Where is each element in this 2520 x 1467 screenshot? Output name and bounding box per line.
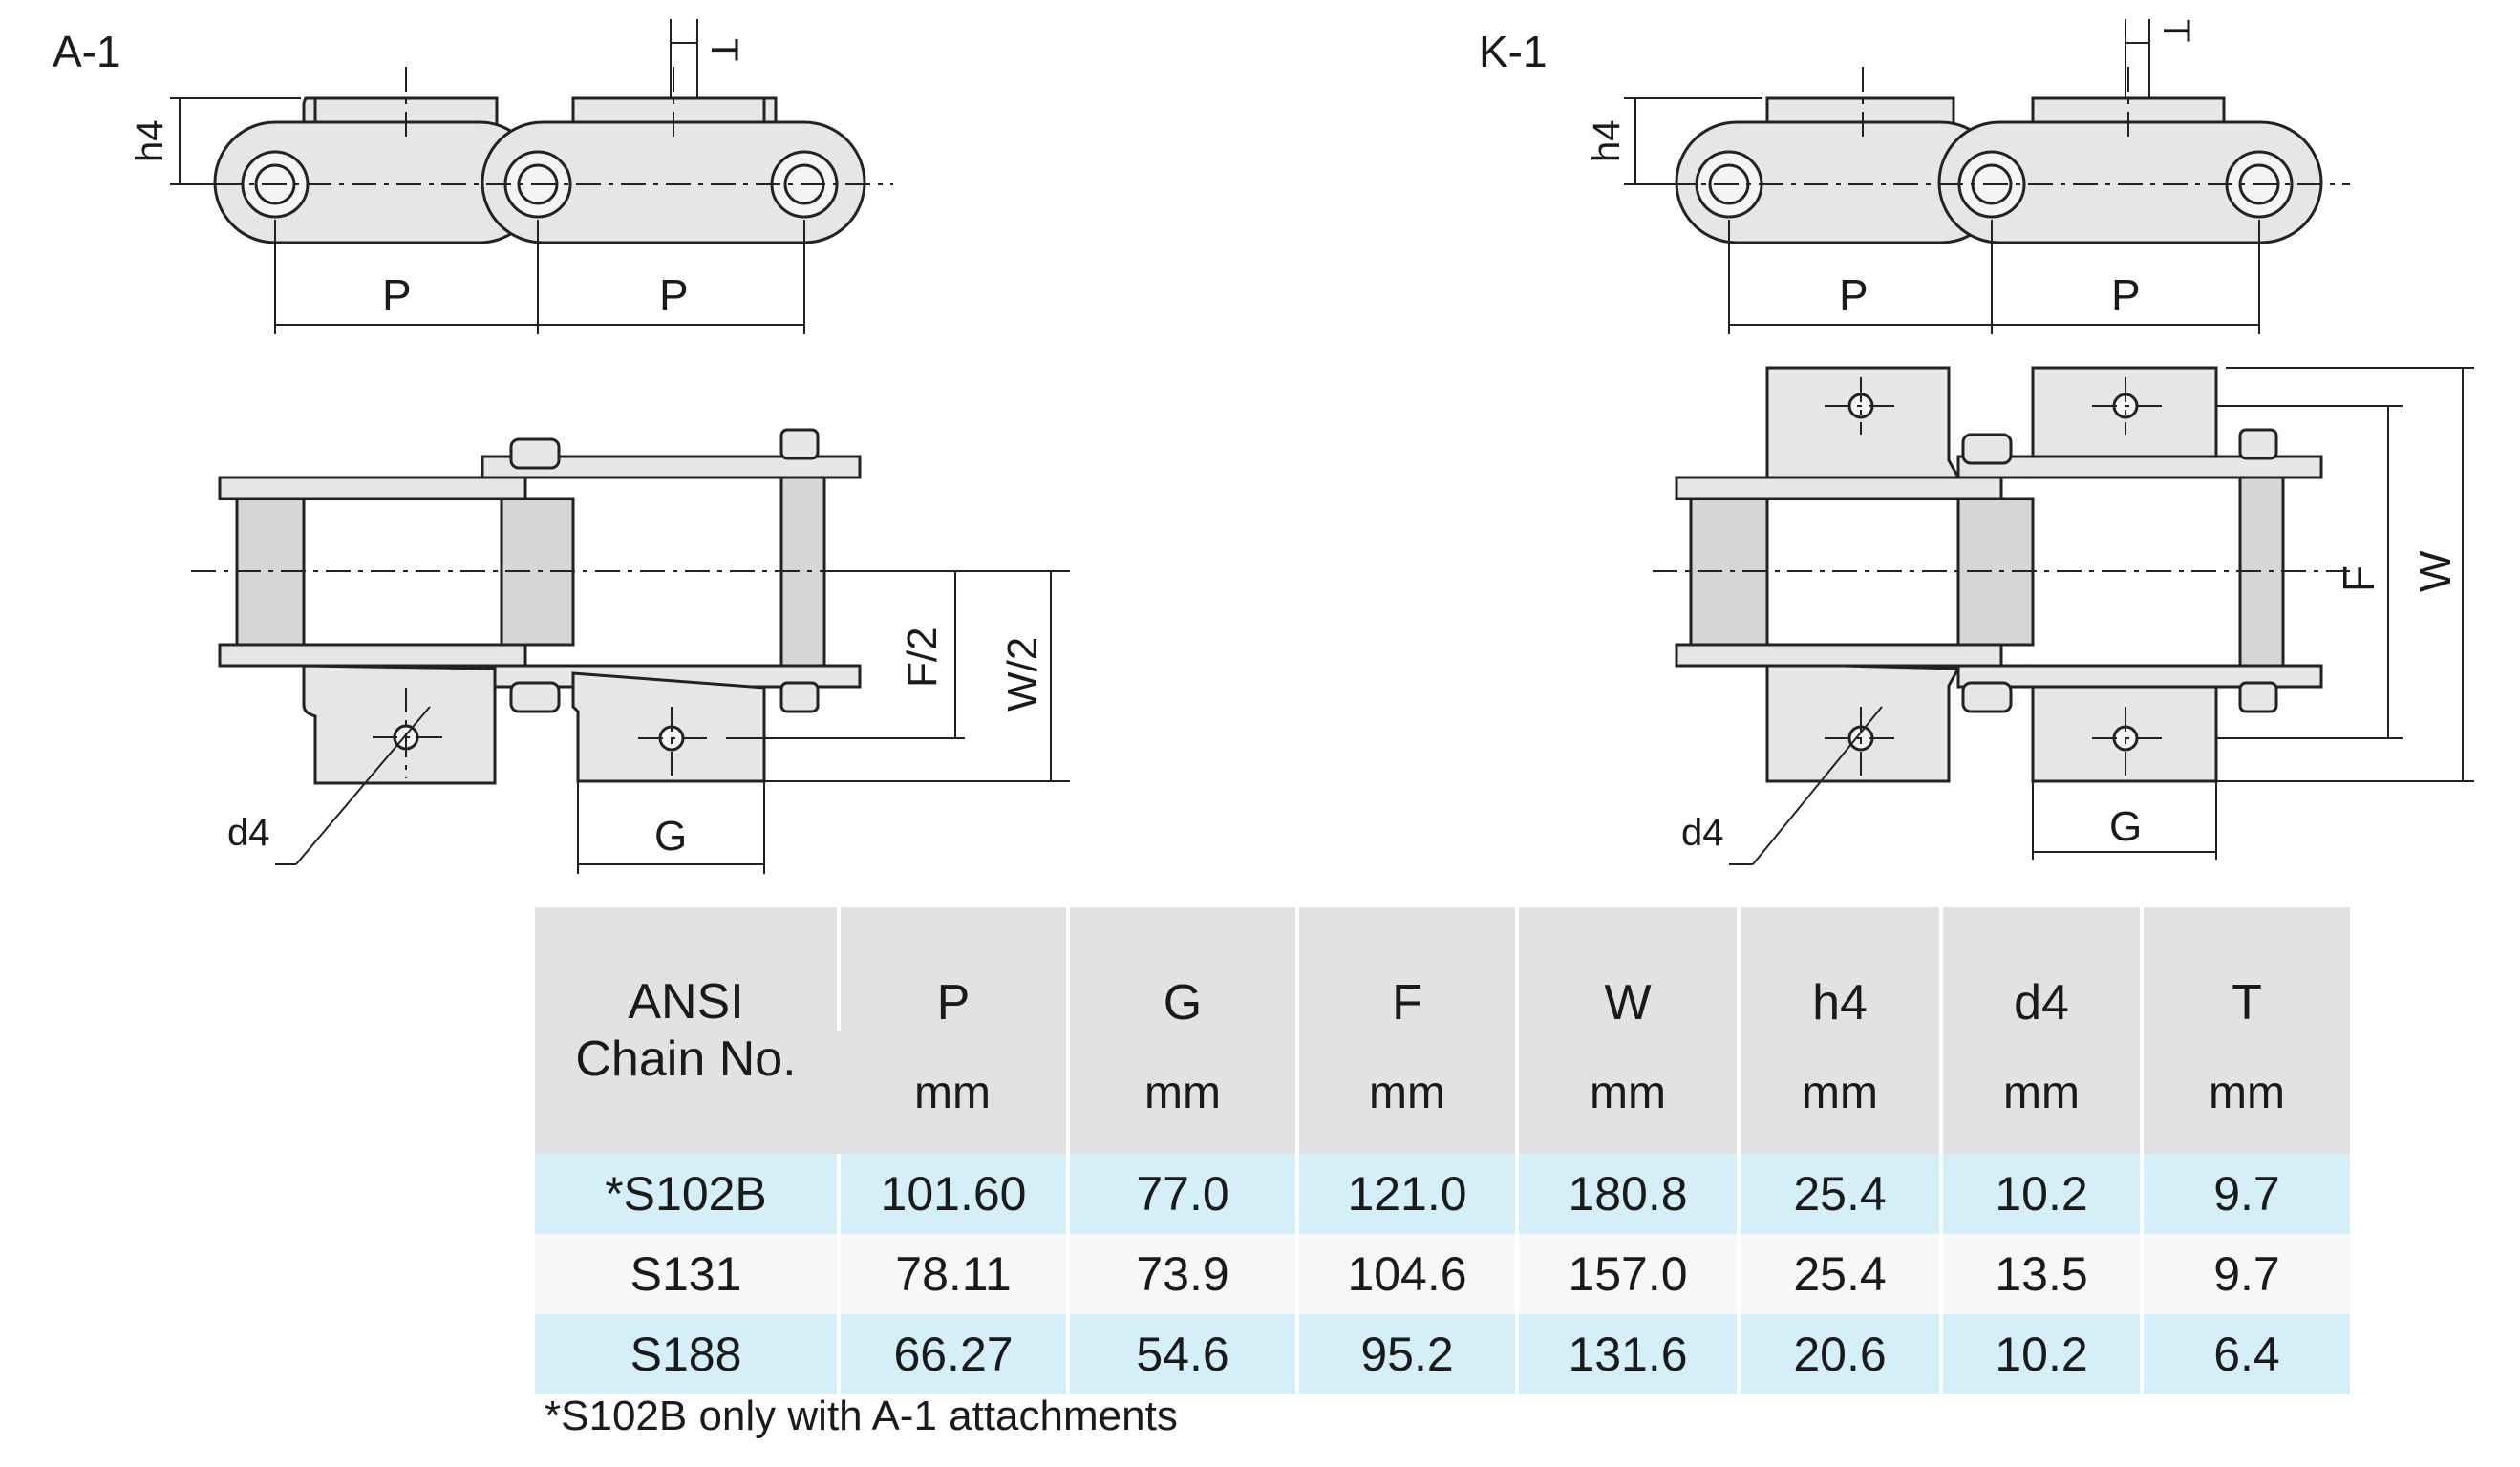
cell-w: 157.0 (1515, 1234, 1739, 1314)
cell-g: 73.9 (1066, 1234, 1297, 1314)
cell-f: 121.0 (1295, 1154, 1517, 1234)
k1-p1-label: P (1839, 270, 1869, 320)
cell-w: 180.8 (1515, 1154, 1739, 1234)
cell-f: 95.2 (1295, 1314, 1517, 1394)
unit-d4: mm (1939, 1031, 2142, 1154)
unit-p: mm (839, 1031, 1068, 1154)
cell-d4: 13.5 (1939, 1234, 2142, 1314)
cell-f: 104.6 (1295, 1234, 1517, 1314)
a1-p1-label: P (382, 270, 412, 320)
unit-w: mm (1515, 1031, 1739, 1154)
footnote: *S102B only with A-1 attachments (545, 1393, 1178, 1439)
view-a1-label: A-1 (53, 27, 121, 76)
k1-t-label: T (2155, 19, 2197, 42)
cell-w: 131.6 (1515, 1314, 1739, 1394)
unit-g: mm (1066, 1031, 1297, 1154)
header-d4: d4 (1939, 907, 2142, 1031)
k1-h4-label: h4 (1586, 120, 1628, 163)
cell-p: 101.60 (837, 1154, 1068, 1234)
table-row: *S102B 101.60 77.0 121.0 180.8 25.4 10.2… (535, 1154, 2350, 1234)
cell-chain: S188 (535, 1314, 839, 1394)
a1-d4-label: d4 (227, 812, 270, 854)
header-g: G (1066, 907, 1297, 1031)
a1-top-view: F/2 W/2 d4 G (191, 428, 1070, 874)
cell-t: 6.4 (2140, 1314, 2350, 1394)
header-w: W (1515, 907, 1739, 1031)
table-row: S188 66.27 54.6 95.2 131.6 20.6 10.2 6.4 (535, 1314, 2350, 1394)
k1-top-view: F W d4 G (1653, 366, 2474, 865)
k1-f-label: F (2334, 565, 2383, 592)
unit-f: mm (1295, 1031, 1517, 1154)
a1-side-view: h4 T P P (129, 19, 893, 334)
k1-side-view: h4 T P P (1586, 19, 2350, 334)
view-k1: K-1 h4 T P P (1479, 19, 2474, 865)
cell-t: 9.7 (2140, 1154, 2350, 1234)
cell-d4: 10.2 (1939, 1314, 2142, 1394)
view-a1: A-1 h4 T (53, 19, 1070, 874)
cell-g: 77.0 (1066, 1154, 1297, 1234)
header-t: T (2140, 907, 2350, 1031)
cell-t: 9.7 (2140, 1234, 2350, 1314)
k1-p2-label: P (2111, 270, 2141, 320)
a1-h4-label: h4 (129, 120, 171, 163)
cell-g: 54.6 (1066, 1314, 1297, 1394)
k1-d4-label: d4 (1681, 812, 1724, 854)
header-p: P (837, 907, 1068, 1031)
cell-h4: 25.4 (1737, 1154, 1941, 1234)
header-ansi: ANSI (628, 974, 744, 1030)
a1-w-half-label: W/2 (999, 637, 1046, 712)
a1-f-half-label: F/2 (899, 627, 946, 688)
a1-p2-label: P (659, 270, 689, 320)
cell-chain: S131 (535, 1234, 839, 1314)
spec-table: ANSI Chain No. P G F W h4 d4 T mm mm mm … (535, 907, 2350, 1394)
header-chain-no-label: Chain No. (575, 1031, 797, 1087)
cell-p: 66.27 (837, 1314, 1068, 1394)
header-chain-no: ANSI Chain No. (535, 907, 839, 1154)
chain-attachment-drawing: A-1 h4 T (53, 19, 2474, 874)
unit-t: mm (2140, 1031, 2350, 1154)
view-k1-label: K-1 (1479, 27, 1548, 76)
cell-p: 78.11 (837, 1234, 1068, 1314)
k1-w-label: W (2410, 550, 2460, 592)
cell-h4: 20.6 (1737, 1314, 1941, 1394)
cell-chain: *S102B (535, 1154, 839, 1234)
k1-g-label: G (2109, 803, 2142, 850)
a1-t-label: T (703, 38, 745, 61)
table-row: S131 78.11 73.9 104.6 157.0 25.4 13.5 9.… (535, 1234, 2350, 1314)
header-h4: h4 (1737, 907, 1941, 1031)
header-f: F (1295, 907, 1517, 1031)
cell-h4: 25.4 (1737, 1234, 1941, 1314)
cell-d4: 10.2 (1939, 1154, 2142, 1234)
a1-g-label: G (654, 813, 687, 860)
unit-h4: mm (1737, 1031, 1941, 1154)
